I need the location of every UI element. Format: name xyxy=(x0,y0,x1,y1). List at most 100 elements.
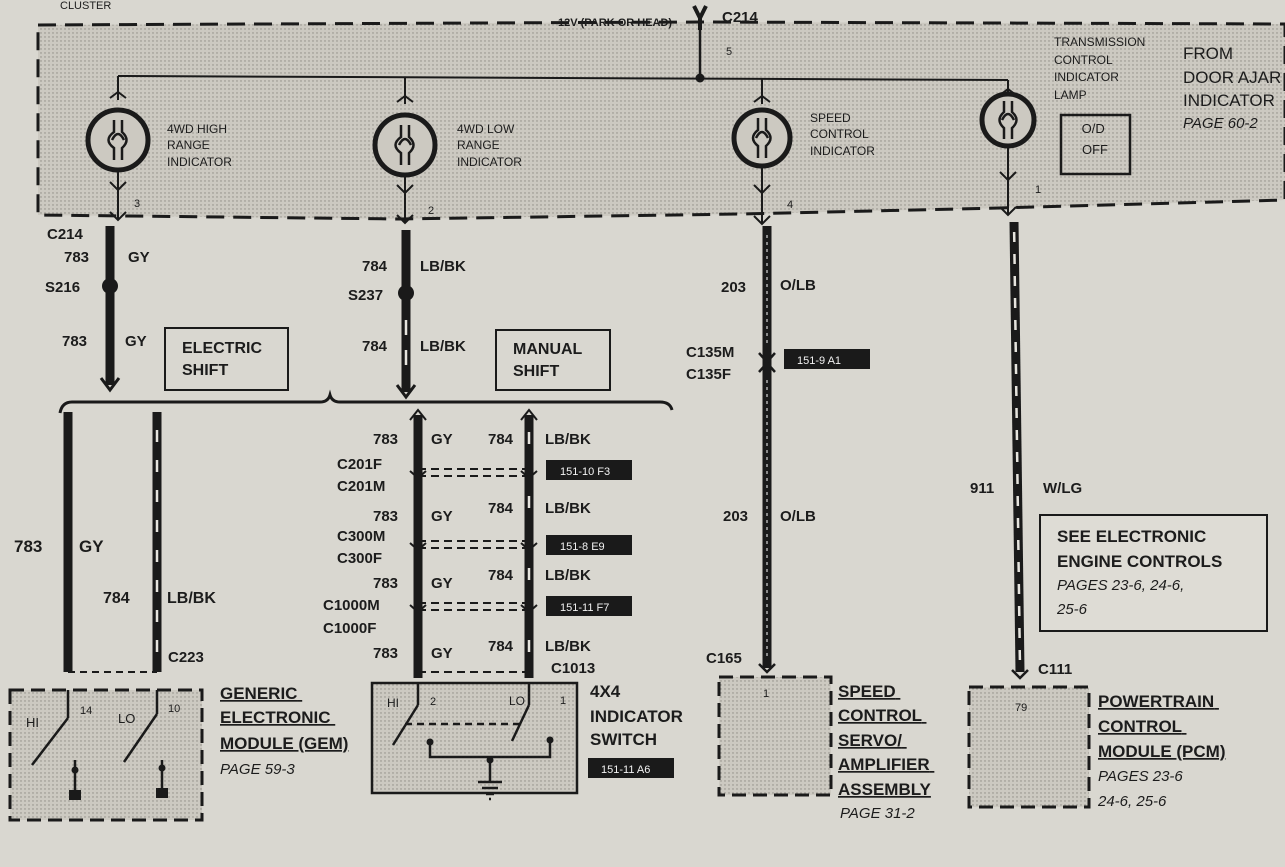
m-lbbk-3: LB/BK xyxy=(545,567,591,584)
wire-784-num-b: 784 xyxy=(362,338,388,355)
splice-s237 xyxy=(398,285,414,301)
switch-contacts xyxy=(426,736,554,764)
gem-hi: HI xyxy=(26,715,39,730)
pcm-pages: PAGES 23-6 24-6, 25-6 xyxy=(1097,768,1187,810)
4x4-indicator-switch xyxy=(370,681,579,795)
splice-s216 xyxy=(102,278,118,294)
loc-tag-151-8-text: 151-8 E9 xyxy=(560,541,605,553)
wire-gy-a: GY xyxy=(128,249,150,266)
eec-title: SEE ELECTRONIC ENGINE CONTROLS xyxy=(1057,527,1222,571)
m-lbbk-4: LB/BK xyxy=(545,638,591,655)
transmission-lamp-icon xyxy=(979,91,1037,149)
wire-203 xyxy=(758,226,776,668)
gem-lo: LO xyxy=(118,711,135,726)
m-783-2: 783 xyxy=(373,508,398,525)
m-lbbk-1: LB/BK xyxy=(545,431,591,448)
lamp-trans-label: TRANSMISSION CONTROL INDICATOR LAMP xyxy=(1054,35,1149,102)
wire-lbbk-a: LB/BK xyxy=(420,258,466,275)
switch-lo: LO xyxy=(509,694,525,708)
c165-label: C165 xyxy=(706,650,742,667)
speed-control-servo xyxy=(717,675,833,797)
switch-pin-2: 2 xyxy=(430,696,436,708)
wire-wlg: W/LG xyxy=(1043,480,1082,497)
m-784-4: 784 xyxy=(488,638,514,655)
wire-911-num: 911 xyxy=(970,480,994,497)
wire-gy-gem: GY xyxy=(79,537,104,556)
switch-internals xyxy=(391,683,552,782)
gem-module xyxy=(8,688,204,822)
electric-shift-label: ELECTRIC SHIFT xyxy=(182,340,266,379)
m-gy-2: GY xyxy=(431,508,453,525)
servo-page: PAGE 31-2 xyxy=(840,805,915,822)
wire-lbbk-gem: LB/BK xyxy=(167,590,216,607)
c300f-label: C300F xyxy=(337,550,382,567)
wire-783-num-b: 783 xyxy=(62,333,87,350)
m-lbbk-2: LB/BK xyxy=(545,500,591,517)
door-ajar-label: FROM DOOR AJAR INDICATOR xyxy=(1183,44,1285,110)
c111-label: C111 xyxy=(1038,661,1072,678)
wire-911 xyxy=(1009,221,1025,673)
c135f-label: C135F xyxy=(686,366,731,383)
lamp-output-connectors xyxy=(109,146,1017,226)
door-ajar-page: PAGE 60-2 xyxy=(1183,115,1258,132)
gem-ground-icons xyxy=(69,764,168,800)
option-bracket xyxy=(58,389,674,414)
loc-tag-151-9-text: 151-9 A1 xyxy=(797,355,841,367)
m-gy-3: GY xyxy=(431,575,453,592)
eec-pages: PAGES 23-6, 24-6, 25-6 xyxy=(1056,577,1188,618)
m-784-1: 784 xyxy=(488,431,514,448)
supply-connector-id: C214 xyxy=(722,9,759,26)
c111-mark xyxy=(1011,669,1029,680)
od-off-label: O/D OFF xyxy=(1082,121,1109,157)
wire-783-num-gem: 783 xyxy=(14,537,42,556)
c223-label: C223 xyxy=(168,649,204,666)
loc-tag-151-8 xyxy=(546,535,632,555)
c135m-label: C135M xyxy=(686,344,734,361)
c214-label: C214 xyxy=(47,226,84,243)
gem-title: GENERIC ELECTRONIC MODULE (GEM) xyxy=(220,684,348,753)
servo-pin: 1 xyxy=(763,688,769,700)
supply-bus xyxy=(117,75,1009,81)
lamp-high-label: 4WD HIGH RANGE INDICATOR xyxy=(167,122,232,169)
loc-tag-151-10-text: 151-10 F3 xyxy=(560,466,610,478)
speed-control-lamp-icon xyxy=(731,107,793,169)
c300m-label: C300M xyxy=(337,528,385,545)
m-783-1: 783 xyxy=(373,431,398,448)
switch-title: 4X4 INDICATOR SWITCH xyxy=(590,682,688,749)
m-783-4: 783 xyxy=(373,645,398,662)
c201f-label: C201F xyxy=(337,456,382,473)
pcm-pin: 79 xyxy=(1015,702,1027,714)
c1000f-label: C1000F xyxy=(323,620,376,637)
gem-page: PAGE 59-3 xyxy=(220,761,295,778)
inline-connector-marks xyxy=(409,470,538,614)
cluster-label: CLUSTER xyxy=(60,0,111,12)
electric-shift-box xyxy=(164,327,289,391)
m-gy-4: GY xyxy=(431,645,453,662)
m-784-3: 784 xyxy=(488,567,514,584)
loc-tag-151-9 xyxy=(784,349,870,369)
pcm-title: POWERTRAIN CONTROL MODULE (PCM) xyxy=(1098,692,1225,761)
lamp-speed-label: SPEED CONTROL INDICATOR xyxy=(810,111,875,158)
lamp-feed-connectors xyxy=(109,76,1017,104)
ground-icon xyxy=(478,780,502,801)
m-783-3: 783 xyxy=(373,575,398,592)
c1000m-label: C1000M xyxy=(323,597,380,614)
manual-shift-box xyxy=(495,329,611,391)
supply-connector-mark xyxy=(692,5,708,30)
loc-tag-switch xyxy=(588,758,674,778)
s216-label: S216 xyxy=(45,279,80,296)
gem-pin-14: 14 xyxy=(80,705,92,717)
wire-783-upper xyxy=(99,226,121,393)
inline-connectors xyxy=(418,468,529,673)
4wd-low-lamp-icon xyxy=(372,112,438,178)
m-gy-1: GY xyxy=(431,431,453,448)
wire-gy-b: GY xyxy=(125,333,147,350)
m-784-2: 784 xyxy=(488,500,514,517)
switch-pin-1: 1 xyxy=(560,695,566,707)
manual-shift-label: MANUAL SHIFT xyxy=(513,341,586,380)
loc-tag-switch-text: 151-11 A6 xyxy=(601,764,650,776)
loc-tag-151-10 xyxy=(546,460,632,480)
wire-203-num-a: 203 xyxy=(721,279,746,296)
servo-title: SPEED CONTROL SERVO/ AMPLIFIER ASSEMBLY xyxy=(838,682,934,799)
